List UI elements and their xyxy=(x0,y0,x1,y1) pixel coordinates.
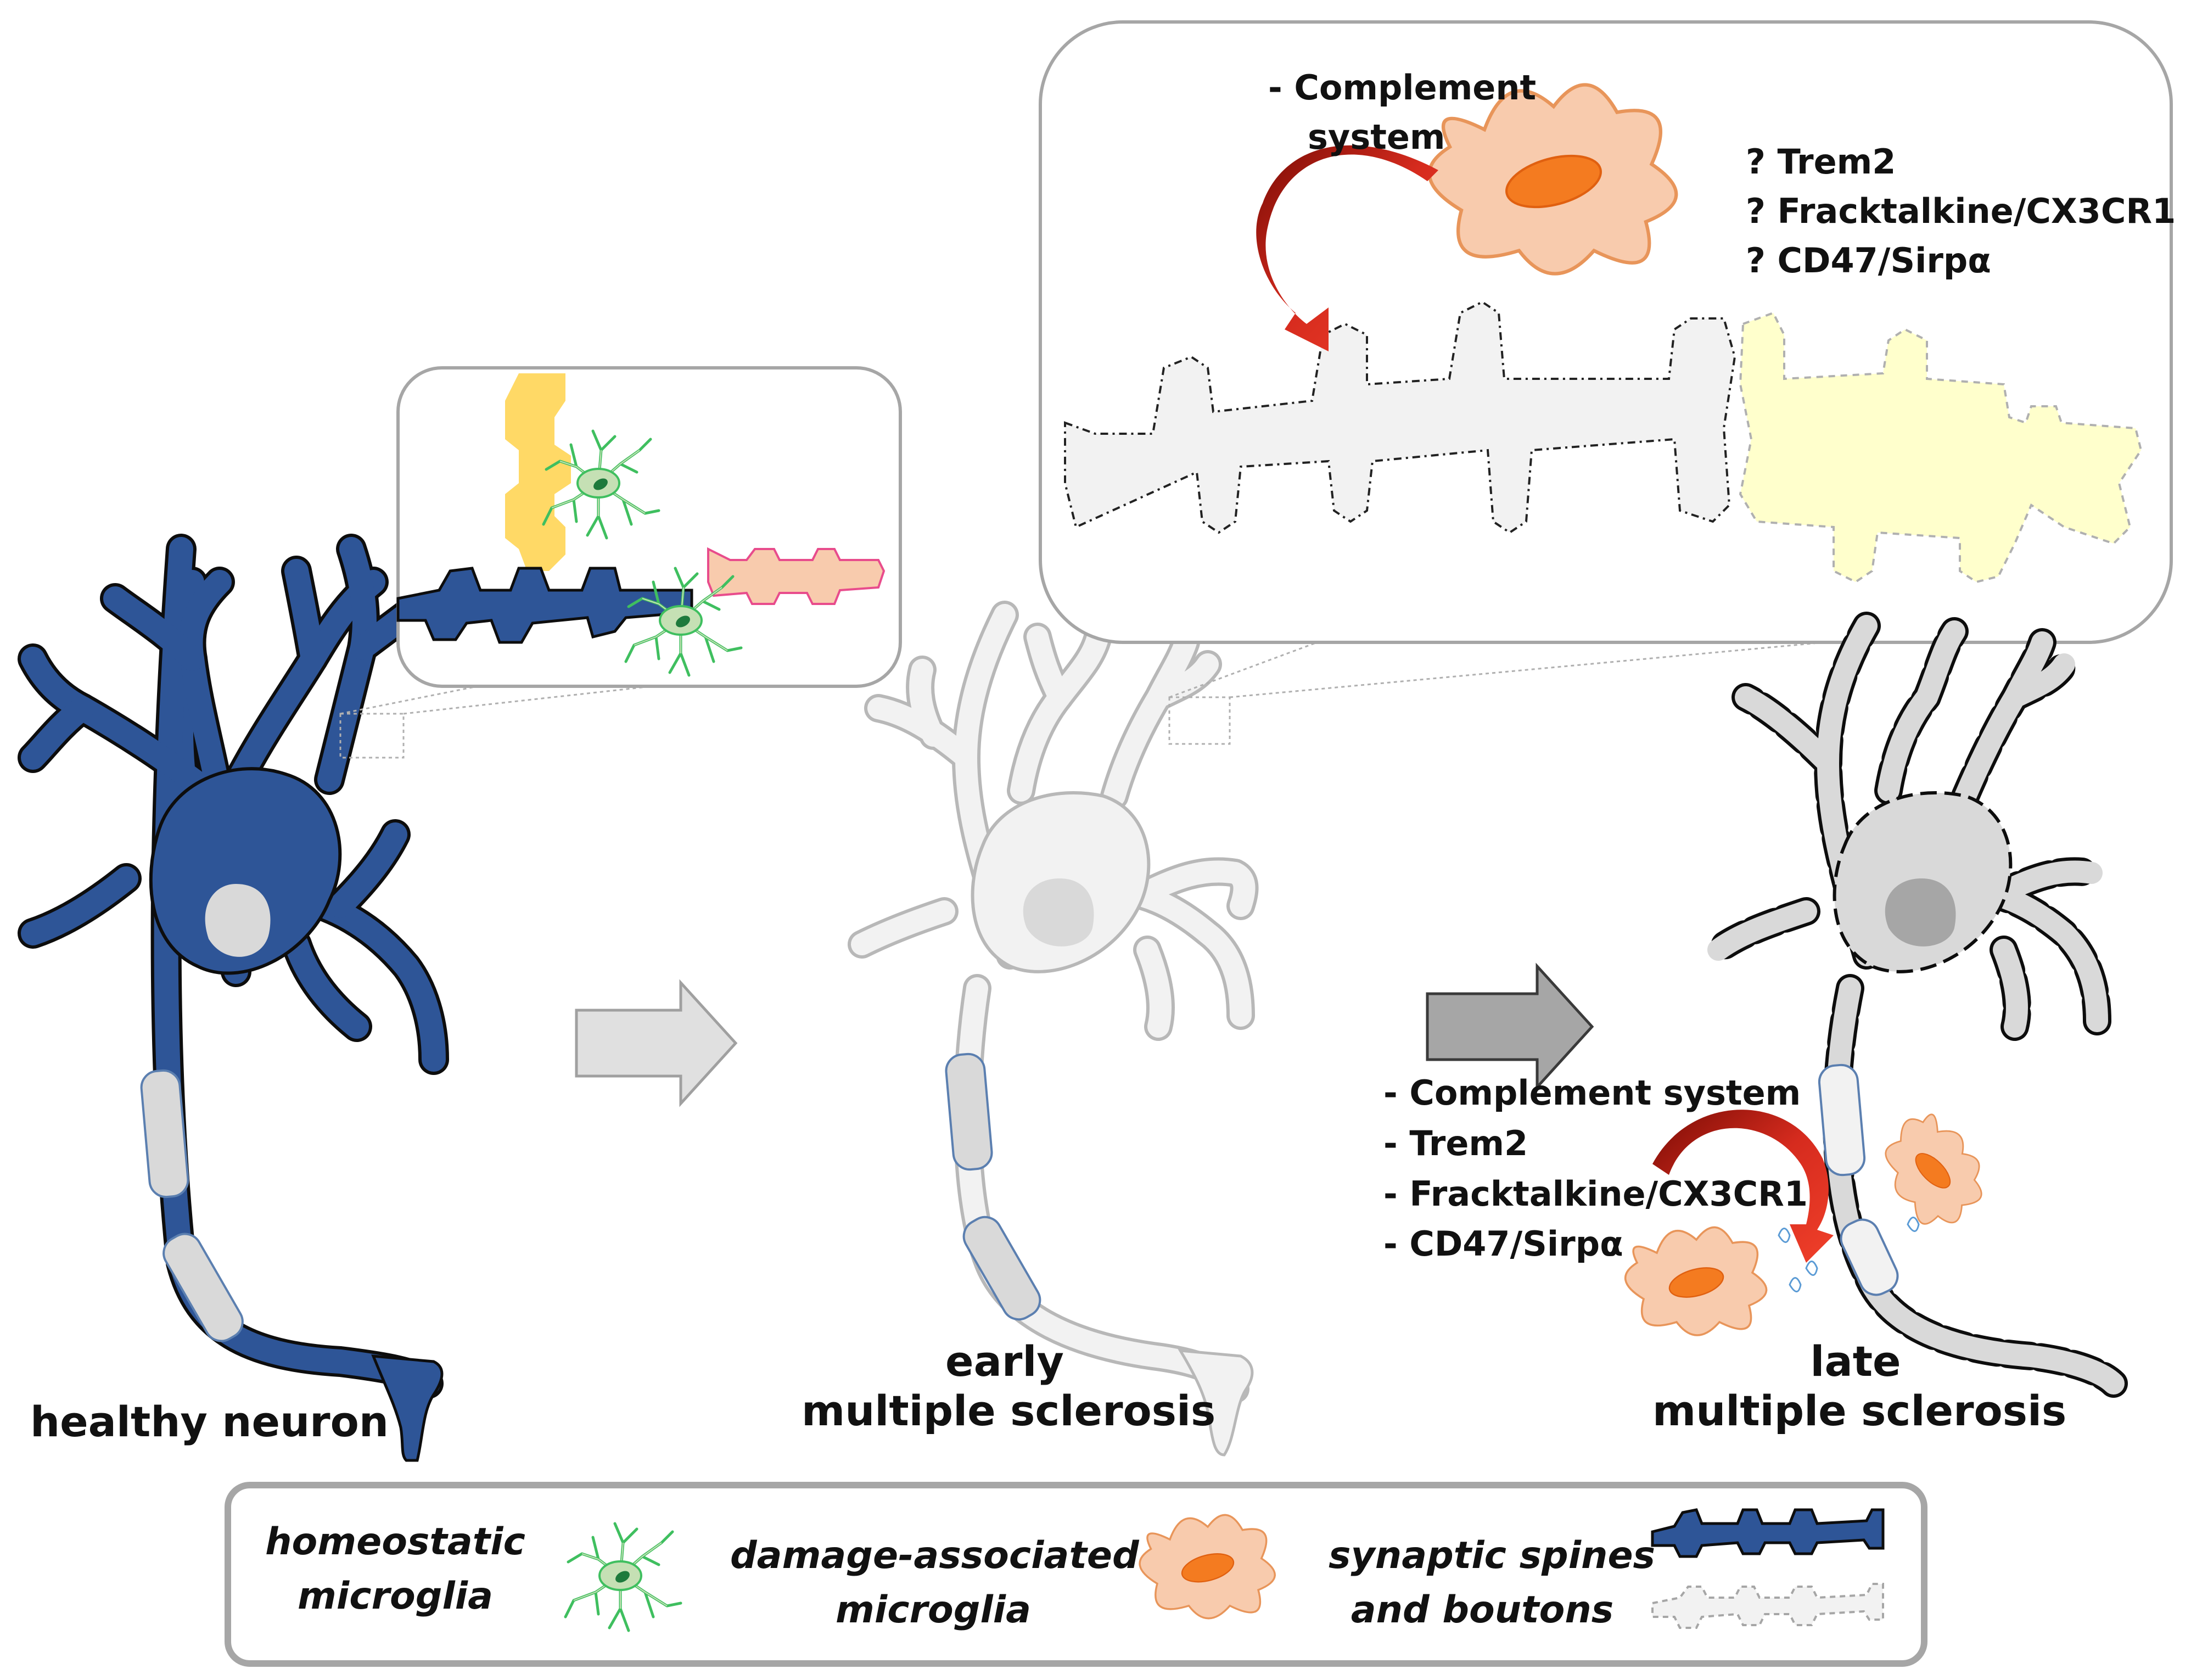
legend-damage-label: damage-associated microglia xyxy=(730,1529,1139,1637)
label-healthy-neuron: healthy neuron xyxy=(30,1397,389,1446)
label-early-ms-line2: multiple sclerosis xyxy=(802,1386,1216,1435)
healthy-neuron xyxy=(18,534,449,1462)
late-mechanism-cd47: - CD47/Sirpα xyxy=(1383,1224,1623,1264)
stage-arrow-2 xyxy=(1426,962,1594,1091)
early-ms-neuron xyxy=(848,601,1259,1457)
legend-homeostatic-label: homeostatic microglia xyxy=(258,1515,533,1623)
legend xyxy=(225,1482,1927,1667)
late-mechanism-fracktalkine: - Fracktalkine/CX3CR1 xyxy=(1383,1173,1808,1214)
early-inset-candidates: ? Trem2 ? Fracktalkine/CX3CR1 ? CD47/Sir… xyxy=(1746,137,2176,285)
early-mechanism-line2: system xyxy=(1308,116,1445,157)
label-late-ms: late multiple sclerosis xyxy=(1652,1337,2067,1435)
legend-homeostatic-line1: homeostatic xyxy=(265,1520,525,1564)
late-mechanisms: - Complement system - Trem2 - Fracktalki… xyxy=(1383,1068,1808,1269)
legend-spines-line1: synaptic spines xyxy=(1329,1534,1656,1577)
label-late-ms-line2: multiple sclerosis xyxy=(1652,1386,2067,1435)
legend-homeostatic-line2: microglia xyxy=(298,1574,493,1618)
legend-spines-line2: and boutons xyxy=(1351,1588,1614,1632)
late-mechanism-trem2: - Trem2 xyxy=(1383,1123,1528,1163)
late-ms-neuron xyxy=(1624,612,2128,1398)
label-early-ms: early multiple sclerosis xyxy=(802,1337,1216,1435)
early-inset xyxy=(1039,20,2173,644)
legend-damage-line2: microglia xyxy=(836,1588,1031,1632)
label-late-ms-line1: late xyxy=(1810,1337,1901,1386)
early-inset-mechanisms: - Complement system xyxy=(1268,63,1536,162)
candidate-cd47: ? CD47/Sirpα xyxy=(1746,240,1991,281)
stage-arrow-1 xyxy=(575,979,738,1107)
candidate-fracktalkine: ? Fracktalkine/CX3CR1 xyxy=(1746,191,2176,231)
legend-spines-label: synaptic spines and boutons xyxy=(1329,1529,1656,1637)
healthy-inset xyxy=(396,366,902,688)
candidate-trem2: ? Trem2 xyxy=(1746,142,1896,182)
late-mechanism-complement: - Complement system xyxy=(1383,1073,1801,1113)
label-early-ms-line1: early xyxy=(945,1337,1064,1386)
legend-damage-line1: damage-associated xyxy=(730,1534,1139,1577)
early-mechanism-line1: - Complement xyxy=(1268,68,1537,108)
zoom-guides-early xyxy=(1168,625,1944,745)
